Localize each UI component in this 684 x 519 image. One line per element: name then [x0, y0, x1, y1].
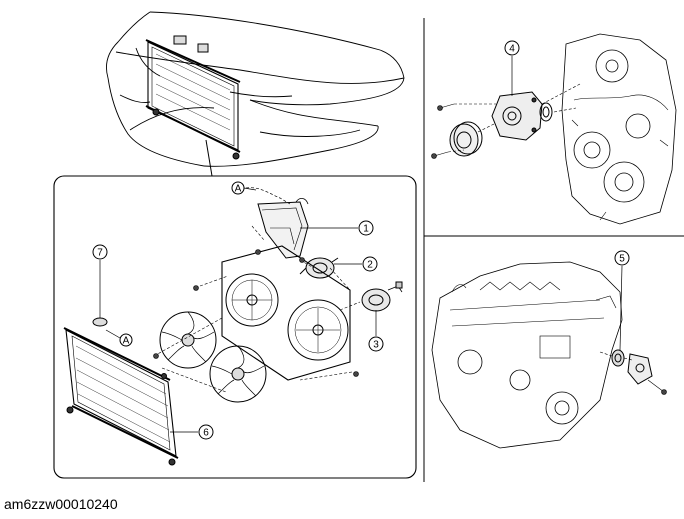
radiator-in-vehicle — [145, 35, 241, 160]
svg-text:A: A — [123, 336, 130, 347]
callout-6: 6 — [198, 424, 214, 440]
hose-routing-dashed — [245, 187, 291, 205]
callout-2: 2 — [362, 256, 378, 272]
callout-3: 3 — [368, 336, 384, 352]
reference-marker-a-left: A — [119, 333, 133, 347]
bolt-icon-group-bottom-right — [647, 379, 667, 395]
callout-5: 5 — [614, 250, 630, 266]
thermostat — [611, 349, 625, 367]
callout-1: 1 — [358, 220, 374, 236]
reference-leader-a-top — [243, 187, 257, 191]
fan-blade-lower — [209, 345, 267, 403]
water-pump — [491, 91, 543, 141]
engine-side-view — [431, 261, 623, 449]
svg-text:6: 6 — [203, 428, 209, 439]
reference-marker-a-top: A — [231, 181, 245, 195]
water-pump-pulley — [449, 121, 483, 157]
water-pump-gasket — [539, 102, 553, 122]
bolt-icon-group — [153, 249, 359, 377]
detail-panel-frame — [53, 175, 417, 479]
radiator-detail — [63, 317, 179, 466]
fan-blade-upper — [159, 311, 217, 369]
svg-text:7: 7 — [97, 248, 103, 259]
svg-text:2: 2 — [367, 260, 373, 271]
callout-7: 7 — [92, 244, 108, 260]
svg-text:3: 3 — [373, 340, 379, 351]
fan-frame — [221, 245, 351, 381]
svg-text:1: 1 — [363, 224, 369, 235]
svg-text:A: A — [235, 184, 242, 195]
callout-4: 4 — [504, 40, 520, 56]
image-code-label: am6zzw00010240 — [4, 496, 118, 512]
fan-motor-lower — [361, 281, 403, 312]
detail-leader-line — [205, 139, 213, 177]
assembly-dashed-lines-bottom-right — [599, 351, 633, 361]
svg-text:4: 4 — [509, 44, 515, 55]
thermostat-cover — [627, 353, 653, 385]
assembly-dashed-lines-top-right — [447, 83, 581, 153]
bolt-icon-group-top-right — [431, 103, 455, 159]
engine-front-view — [561, 33, 677, 225]
fan-shroud-cover — [257, 198, 309, 259]
vehicle-front-outline — [106, 11, 405, 167]
callout-leader-5 — [619, 265, 623, 351]
svg-text:5: 5 — [619, 254, 625, 265]
fan-motor-upper — [299, 257, 339, 279]
reference-leader-a-left — [105, 329, 121, 339]
